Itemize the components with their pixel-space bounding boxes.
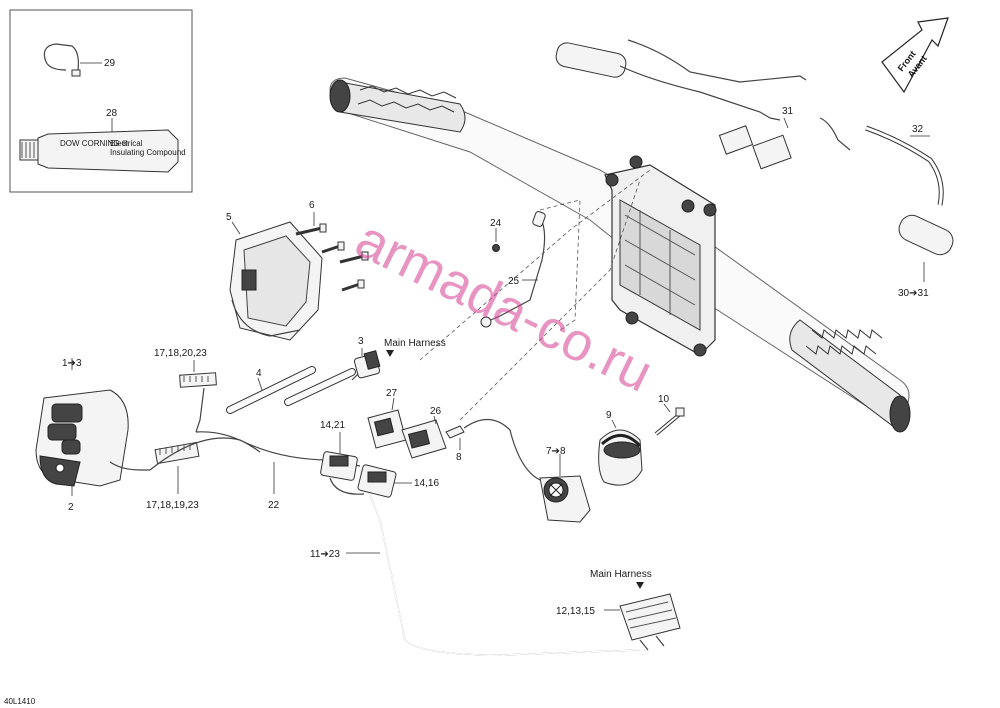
label-3: 3	[358, 336, 364, 347]
label-27: 27	[386, 388, 398, 399]
harness-wire-22	[149, 431, 361, 471]
label-30-31: 30➔31	[898, 288, 929, 299]
drawing-code: 40L1410	[4, 697, 36, 706]
leader-27	[391, 397, 395, 411]
tube-product-line2: Electrical	[110, 139, 143, 148]
label-24: 24	[490, 218, 502, 229]
label-22: 22	[268, 500, 280, 511]
main-harness-label-1: Main Harness	[384, 338, 446, 349]
harness-branch-11-23-inner	[359, 469, 641, 656]
main-harness-arrow-2	[636, 582, 644, 589]
heated-grip-wiring	[555, 39, 954, 256]
ref-line-c	[419, 169, 651, 361]
label-6: 6	[309, 200, 315, 211]
part-29-clip	[43, 43, 81, 77]
label-8: 8	[456, 452, 462, 463]
connector-12-13-15	[619, 593, 681, 651]
tube-product-line3: Insulating Compound	[110, 148, 186, 157]
part-10-pin	[654, 407, 685, 436]
connector-17-18-19-23	[154, 441, 200, 465]
label-17-18-19-23: 17,18,19,23	[146, 500, 199, 511]
label-17-18-20-23: 17,18,20,23	[154, 348, 207, 359]
leader-5	[231, 221, 241, 235]
part-28-tube: DOW CORNING ® Electrical Insulating Comp…	[19, 129, 186, 173]
part-24-screw	[492, 244, 500, 252]
part-1-3-switch-module	[35, 389, 150, 487]
leader-10	[663, 403, 671, 413]
label-12-13-15: 12,13,15	[556, 606, 595, 617]
label-7-8: 7➔8	[546, 446, 566, 457]
label-5: 5	[226, 212, 232, 223]
label-14-21: 14,21	[320, 420, 345, 431]
label-14-16: 14,16	[414, 478, 439, 489]
part-9-cap	[598, 429, 643, 486]
connector-14-16	[329, 464, 397, 498]
handlebar-assembly	[329, 77, 911, 433]
label-26: 26	[430, 406, 442, 417]
leader-26	[433, 415, 437, 425]
part-3-connector	[351, 350, 381, 381]
part-6-screws	[295, 223, 369, 292]
part-5-housing	[229, 221, 323, 341]
main-harness-label-2: Main Harness	[590, 569, 652, 580]
label-4: 4	[256, 368, 262, 379]
label-1-3: 1➔3	[62, 358, 82, 369]
label-28: 28	[106, 108, 118, 119]
label-31: 31	[782, 106, 794, 117]
leader-31	[783, 117, 789, 129]
connector-17-18-20-23	[179, 372, 217, 433]
inset-box	[9, 9, 193, 193]
part-25-ground-cable	[480, 211, 546, 328]
part-4-tubes	[226, 366, 356, 414]
label-2: 2	[68, 502, 74, 513]
leader-9	[611, 419, 617, 429]
connector-14-21	[320, 451, 358, 481]
label-9: 9	[606, 410, 612, 421]
label-25: 25	[508, 276, 520, 287]
ref-line-b	[459, 179, 641, 421]
label-29: 29	[104, 58, 116, 69]
tube-brand-text: DOW CORNING ®	[60, 139, 128, 148]
part-7-8-key-switch	[463, 418, 591, 523]
ref-line-a	[539, 199, 581, 331]
front-direction-badge: Front Avant	[881, 17, 949, 94]
label-10: 10	[658, 394, 670, 405]
label-11-23: 11➔23	[310, 549, 340, 560]
connector-27	[367, 409, 407, 449]
label-32: 32	[912, 124, 924, 135]
connector-26	[401, 419, 465, 459]
main-harness-arrow-1	[386, 350, 394, 357]
leader-4	[257, 377, 263, 391]
